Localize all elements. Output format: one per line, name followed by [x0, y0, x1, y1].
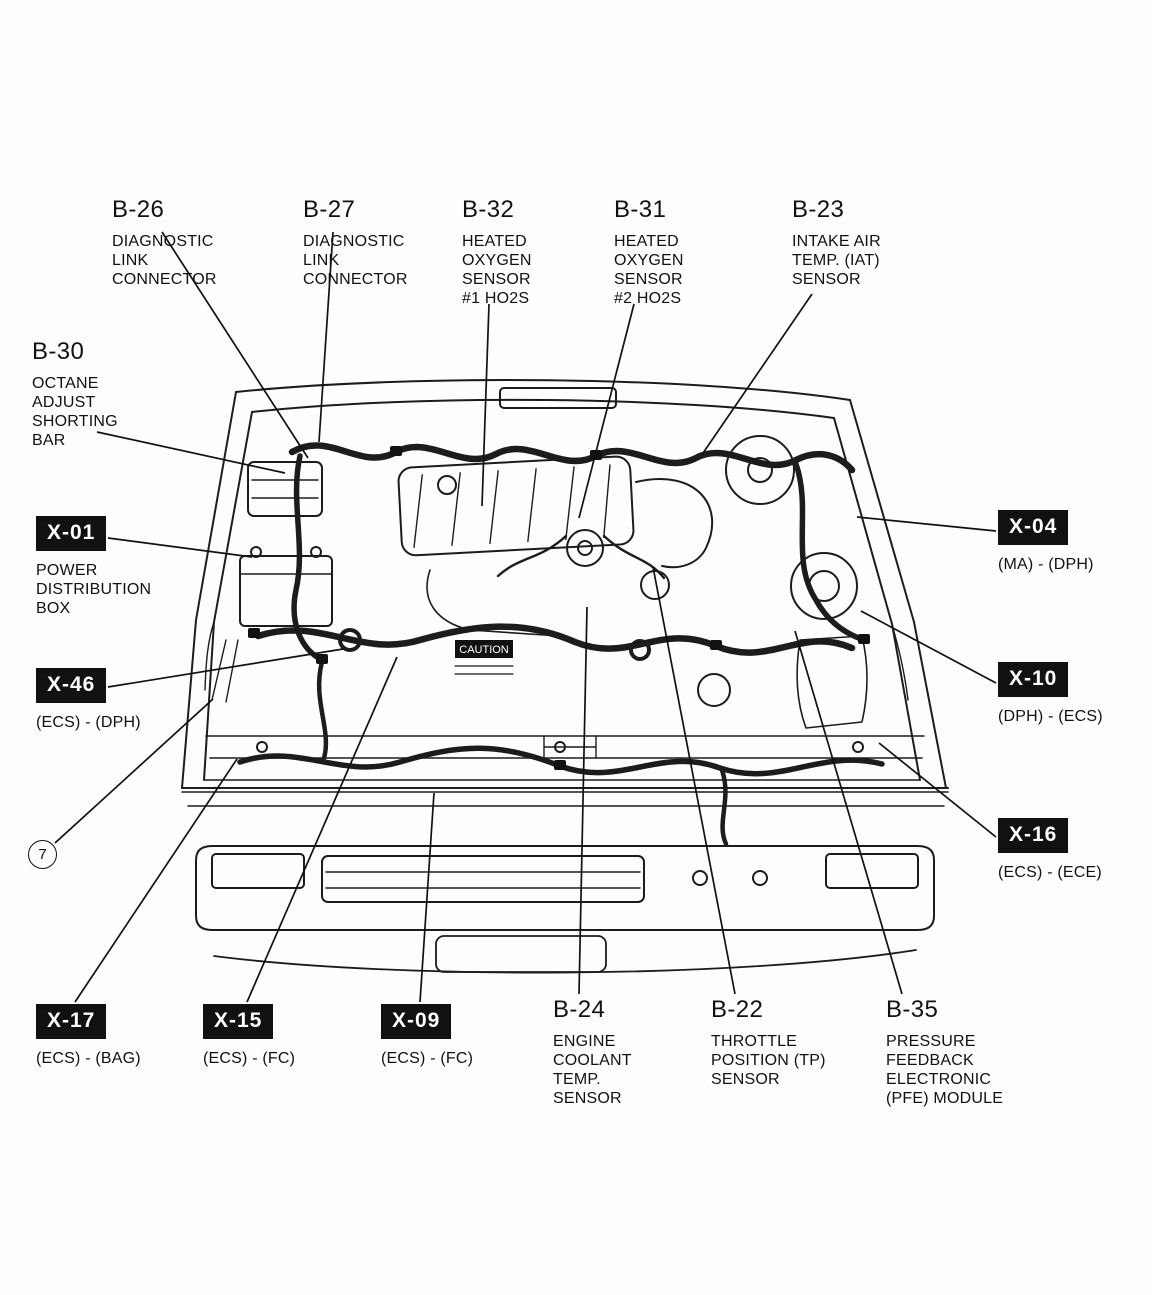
leader-x01	[107, 537, 253, 558]
cowl-panel	[499, 387, 617, 409]
license-plate-recess	[435, 935, 607, 973]
callout-desc-b32: HEATED OXYGEN SENSOR #1 HO2S	[462, 233, 532, 307]
callout-id-b24: B-24	[553, 996, 606, 1023]
callout-desc-x15: (ECS) - (FC)	[203, 1050, 296, 1067]
leader-b30	[96, 431, 286, 474]
leader-b31	[578, 303, 635, 519]
callout-b31: B-31 HEATED OXYGEN SENSOR #2 HO2S	[614, 196, 684, 308]
leader-x46	[107, 648, 344, 688]
callout-x16: X-16 (ECS) - (ECE)	[998, 818, 1102, 882]
callout-desc-x16: (ECS) - (ECE)	[998, 864, 1102, 881]
air-cleaner	[725, 435, 795, 505]
leader-x10	[860, 610, 997, 684]
callout-desc-b30: OCTANE ADJUST SHORTING BAR	[32, 375, 118, 449]
leader-x04	[856, 516, 997, 532]
leader-b26	[161, 231, 309, 459]
leader-x09	[419, 792, 435, 1003]
callout-b35: B-35 PRESSURE FEEDBACK ELECTRONIC (PFE) …	[886, 996, 1003, 1108]
wiring-harness	[237, 442, 885, 847]
left-components	[211, 461, 333, 703]
caution-plate	[455, 640, 513, 658]
callout-id-b26: B-26	[112, 196, 165, 223]
hood-and-fenders	[181, 379, 949, 789]
callout-x15: X-15 (ECS) - (FC)	[203, 1004, 295, 1068]
callout-b27: B-27 DIAGNOSTIC LINK CONNECTOR	[303, 196, 408, 289]
callout-ref7: 7	[28, 840, 57, 869]
throttle-body	[640, 570, 670, 600]
harness-connectors	[248, 446, 870, 770]
callout-id-b27: B-27	[303, 196, 356, 223]
callout-id-x16: X-16	[998, 818, 1069, 853]
callout-desc-b24: ENGINE COOLANT TEMP. SENSOR	[553, 1033, 632, 1107]
leader-x15	[246, 656, 398, 1003]
leader-b22	[652, 566, 736, 995]
callout-id-ref7: 7	[38, 846, 47, 863]
caution-label: CAUTION	[459, 644, 509, 656]
callout-desc-x10: (DPH) - (ECS)	[998, 708, 1103, 725]
leader-b24	[578, 606, 588, 995]
leader-b27	[318, 231, 334, 443]
callout-id-x46: X-46	[36, 668, 107, 703]
callout-b32: B-32 HEATED OXYGEN SENSOR #1 HO2S	[462, 196, 532, 308]
callout-id-x04: X-04	[998, 510, 1069, 545]
leader-x16	[878, 742, 997, 838]
callout-b24: B-24 ENGINE COOLANT TEMP. SENSOR	[553, 996, 632, 1108]
engine-bay-illustration: CAUTION	[181, 379, 949, 974]
callout-x17: X-17 (ECS) - (BAG)	[36, 1004, 141, 1068]
leader-x17	[74, 758, 238, 1003]
callout-desc-b31: HEATED OXYGEN SENSOR #2 HO2S	[614, 233, 684, 307]
callout-id-b32: B-32	[462, 196, 515, 223]
callout-b30: B-30 OCTANE ADJUST SHORTING BAR	[32, 338, 118, 450]
callout-b26: B-26 DIAGNOSTIC LINK CONNECTOR	[112, 196, 217, 289]
callout-x10: X-10 (DPH) - (ECS)	[998, 662, 1103, 726]
engine-block: CAUTION	[397, 455, 714, 675]
callout-desc-b27: DIAGNOSTIC LINK CONNECTOR	[303, 233, 408, 288]
radiator-support	[205, 735, 925, 759]
callout-desc-b22: THROTTLE POSITION (TP) SENSOR	[711, 1033, 826, 1088]
callout-desc-x04: (MA) - (DPH)	[998, 556, 1094, 573]
callout-x04: X-04 (MA) - (DPH)	[998, 510, 1094, 574]
callout-x09: X-09 (ECS) - (FC)	[381, 1004, 473, 1068]
callout-x01: X-01 POWER DISTRIBUTION BOX	[36, 516, 151, 618]
callout-desc-x46: (ECS) - (DPH)	[36, 714, 141, 731]
distributor	[566, 529, 604, 567]
brake-booster	[790, 552, 858, 620]
callout-desc-b23: INTAKE AIR TEMP. (IAT) SENSOR	[792, 233, 881, 288]
hood-latch	[543, 735, 597, 759]
grille	[321, 855, 645, 903]
oil-cap	[437, 475, 457, 495]
callout-id-b35: B-35	[886, 996, 939, 1023]
fuse-box	[247, 461, 323, 517]
callout-desc-x17: (ECS) - (BAG)	[36, 1050, 141, 1067]
leader-b23	[700, 293, 813, 457]
front-bumper	[181, 791, 949, 974]
callout-b23: B-23 INTAKE AIR TEMP. (IAT) SENSOR	[792, 196, 881, 289]
callout-desc-x01: POWER DISTRIBUTION BOX	[36, 562, 152, 617]
callout-id-x01: X-01	[36, 516, 107, 551]
headlight-right	[825, 853, 919, 889]
callout-id-b23: B-23	[792, 196, 845, 223]
leader-ref7	[54, 698, 214, 844]
headlight-left	[211, 853, 305, 889]
washer-reservoir	[796, 635, 868, 729]
callout-desc-b26: DIAGNOSTIC LINK CONNECTOR	[112, 233, 217, 288]
callout-x46: X-46 (ECS) - (DPH)	[36, 668, 141, 732]
right-components	[697, 435, 868, 729]
callout-b22: B-22 THROTTLE POSITION (TP) SENSOR	[711, 996, 826, 1089]
leader-b35	[794, 630, 903, 995]
callout-id-x15: X-15	[203, 1004, 274, 1039]
callout-id-x09: X-09	[381, 1004, 452, 1039]
callout-desc-b35: PRESSURE FEEDBACK ELECTRONIC (PFE) MODUL…	[886, 1033, 1004, 1107]
callout-id-b31: B-31	[614, 196, 667, 223]
callout-id-x10: X-10	[998, 662, 1069, 697]
valve-cover	[397, 455, 635, 557]
leader-b32	[481, 303, 490, 507]
callout-id-b30: B-30	[32, 338, 85, 365]
battery	[239, 555, 333, 627]
leader-lines	[54, 231, 997, 1003]
callout-id-b22: B-22	[711, 996, 764, 1023]
callout-desc-x09: (ECS) - (FC)	[381, 1050, 474, 1067]
callout-id-x17: X-17	[36, 1004, 107, 1039]
